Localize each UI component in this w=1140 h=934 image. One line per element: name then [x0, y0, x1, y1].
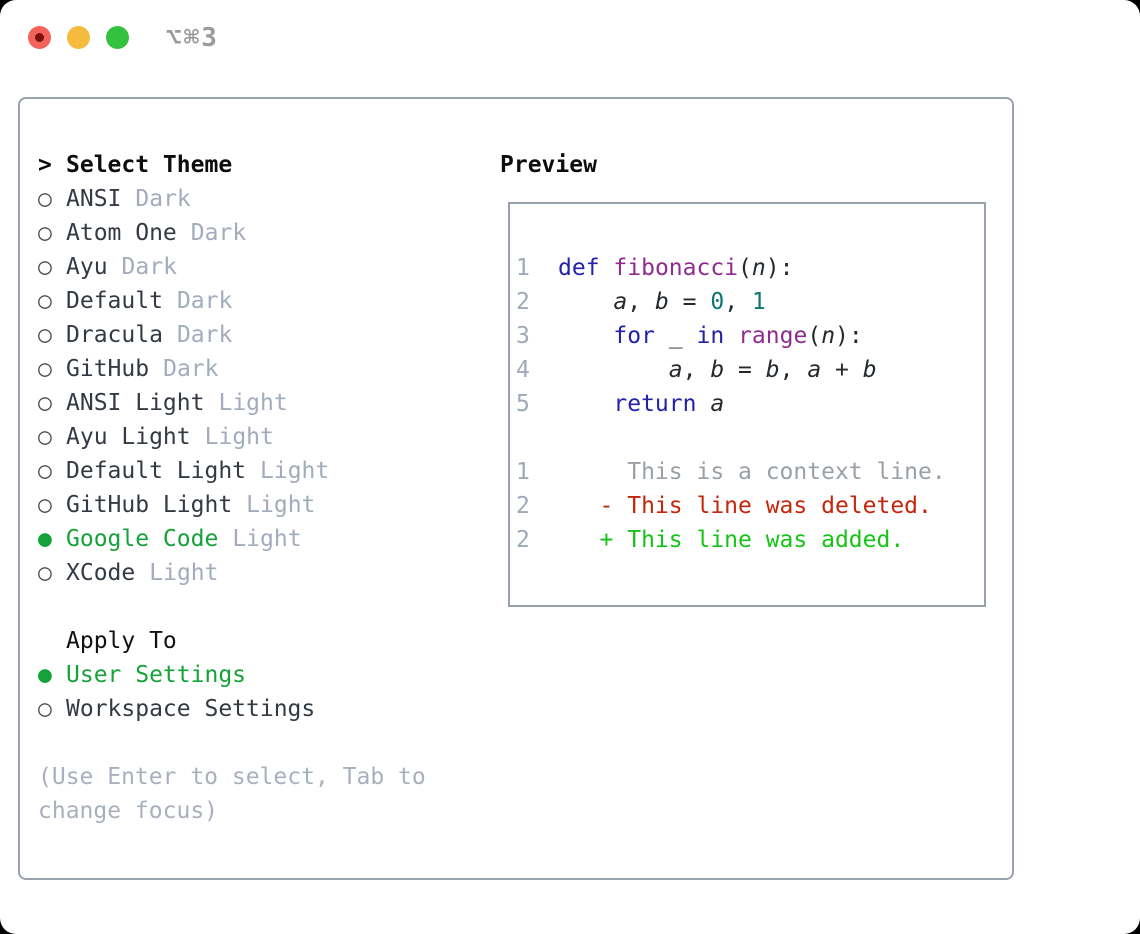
- zoom-button-icon[interactable]: [106, 26, 129, 49]
- diff-deleted-line: 2 - This line was deleted.: [516, 489, 984, 523]
- radio-selected-icon: ●: [38, 526, 52, 552]
- apply-option-workspace-settings[interactable]: ○Workspace Settings: [38, 692, 468, 726]
- code-line: 3 for _ in range(n):: [516, 319, 984, 353]
- preview-title: Preview: [500, 152, 597, 178]
- radio-unselected-icon: ○: [38, 458, 52, 484]
- diff-context-line: 1 This is a context line.: [516, 455, 984, 489]
- close-button-icon[interactable]: [28, 26, 51, 49]
- minimize-button-icon[interactable]: [67, 26, 90, 49]
- theme-variant-badge: Dark: [121, 254, 177, 280]
- radio-selected-icon: ●: [38, 662, 52, 688]
- line-number: 2: [516, 493, 530, 519]
- theme-variant-badge: Dark: [190, 220, 247, 246]
- theme-variant-badge: Light: [149, 560, 219, 586]
- apply-to-header: Apply To: [66, 628, 177, 654]
- line-number: 1: [516, 459, 530, 485]
- line-number: 2: [516, 289, 530, 315]
- radio-unselected-icon: ○: [38, 492, 52, 518]
- title-bar: ⌥⌘3: [0, 0, 1140, 97]
- radio-unselected-icon: ○: [38, 288, 52, 314]
- apply-option-user-settings[interactable]: ●User Settings: [38, 658, 468, 692]
- radio-unselected-icon: ○: [38, 186, 52, 212]
- select-theme-header: > Select Theme: [38, 148, 468, 182]
- diff-added-line: 2 + This line was added.: [516, 523, 984, 557]
- theme-variant-badge: Light: [260, 458, 330, 484]
- radio-unselected-icon: ○: [38, 560, 52, 586]
- theme-variant-badge: Dark: [135, 186, 191, 212]
- theme-variant-badge: Dark: [176, 288, 233, 314]
- theme-variant-badge: Light: [246, 492, 316, 518]
- line-number: 5: [516, 391, 530, 417]
- radio-unselected-icon: ○: [38, 220, 52, 246]
- select-theme-title: Select Theme: [66, 152, 233, 178]
- selection-cursor: >: [38, 152, 52, 178]
- theme-variant-badge: Dark: [176, 322, 233, 348]
- radio-unselected-icon: ○: [38, 356, 52, 382]
- theme-variant-badge: Light: [204, 424, 274, 450]
- window-title: ⌥⌘3: [166, 23, 219, 53]
- line-number: 2: [516, 527, 530, 553]
- radio-unselected-icon: ○: [38, 390, 52, 416]
- line-number: 1: [516, 255, 530, 281]
- blank-line: [516, 421, 984, 455]
- code-line: 4 a, b = b, a + b: [516, 353, 984, 387]
- radio-unselected-icon: ○: [38, 696, 52, 722]
- code-line: 2 a, b = 0, 1: [516, 285, 984, 319]
- radio-unselected-icon: ○: [38, 254, 52, 280]
- radio-unselected-icon: ○: [38, 322, 52, 348]
- code-line: 5 return a: [516, 387, 984, 421]
- theme-variant-badge: Light: [232, 526, 302, 552]
- theme-variant-badge: Light: [218, 390, 288, 416]
- line-number: 4: [516, 357, 530, 383]
- theme-variant-badge: Dark: [163, 356, 219, 382]
- radio-unselected-icon: ○: [38, 424, 52, 450]
- line-number: 3: [516, 323, 530, 349]
- help-text: (Use Enter to select, Tab to change focu…: [38, 764, 426, 824]
